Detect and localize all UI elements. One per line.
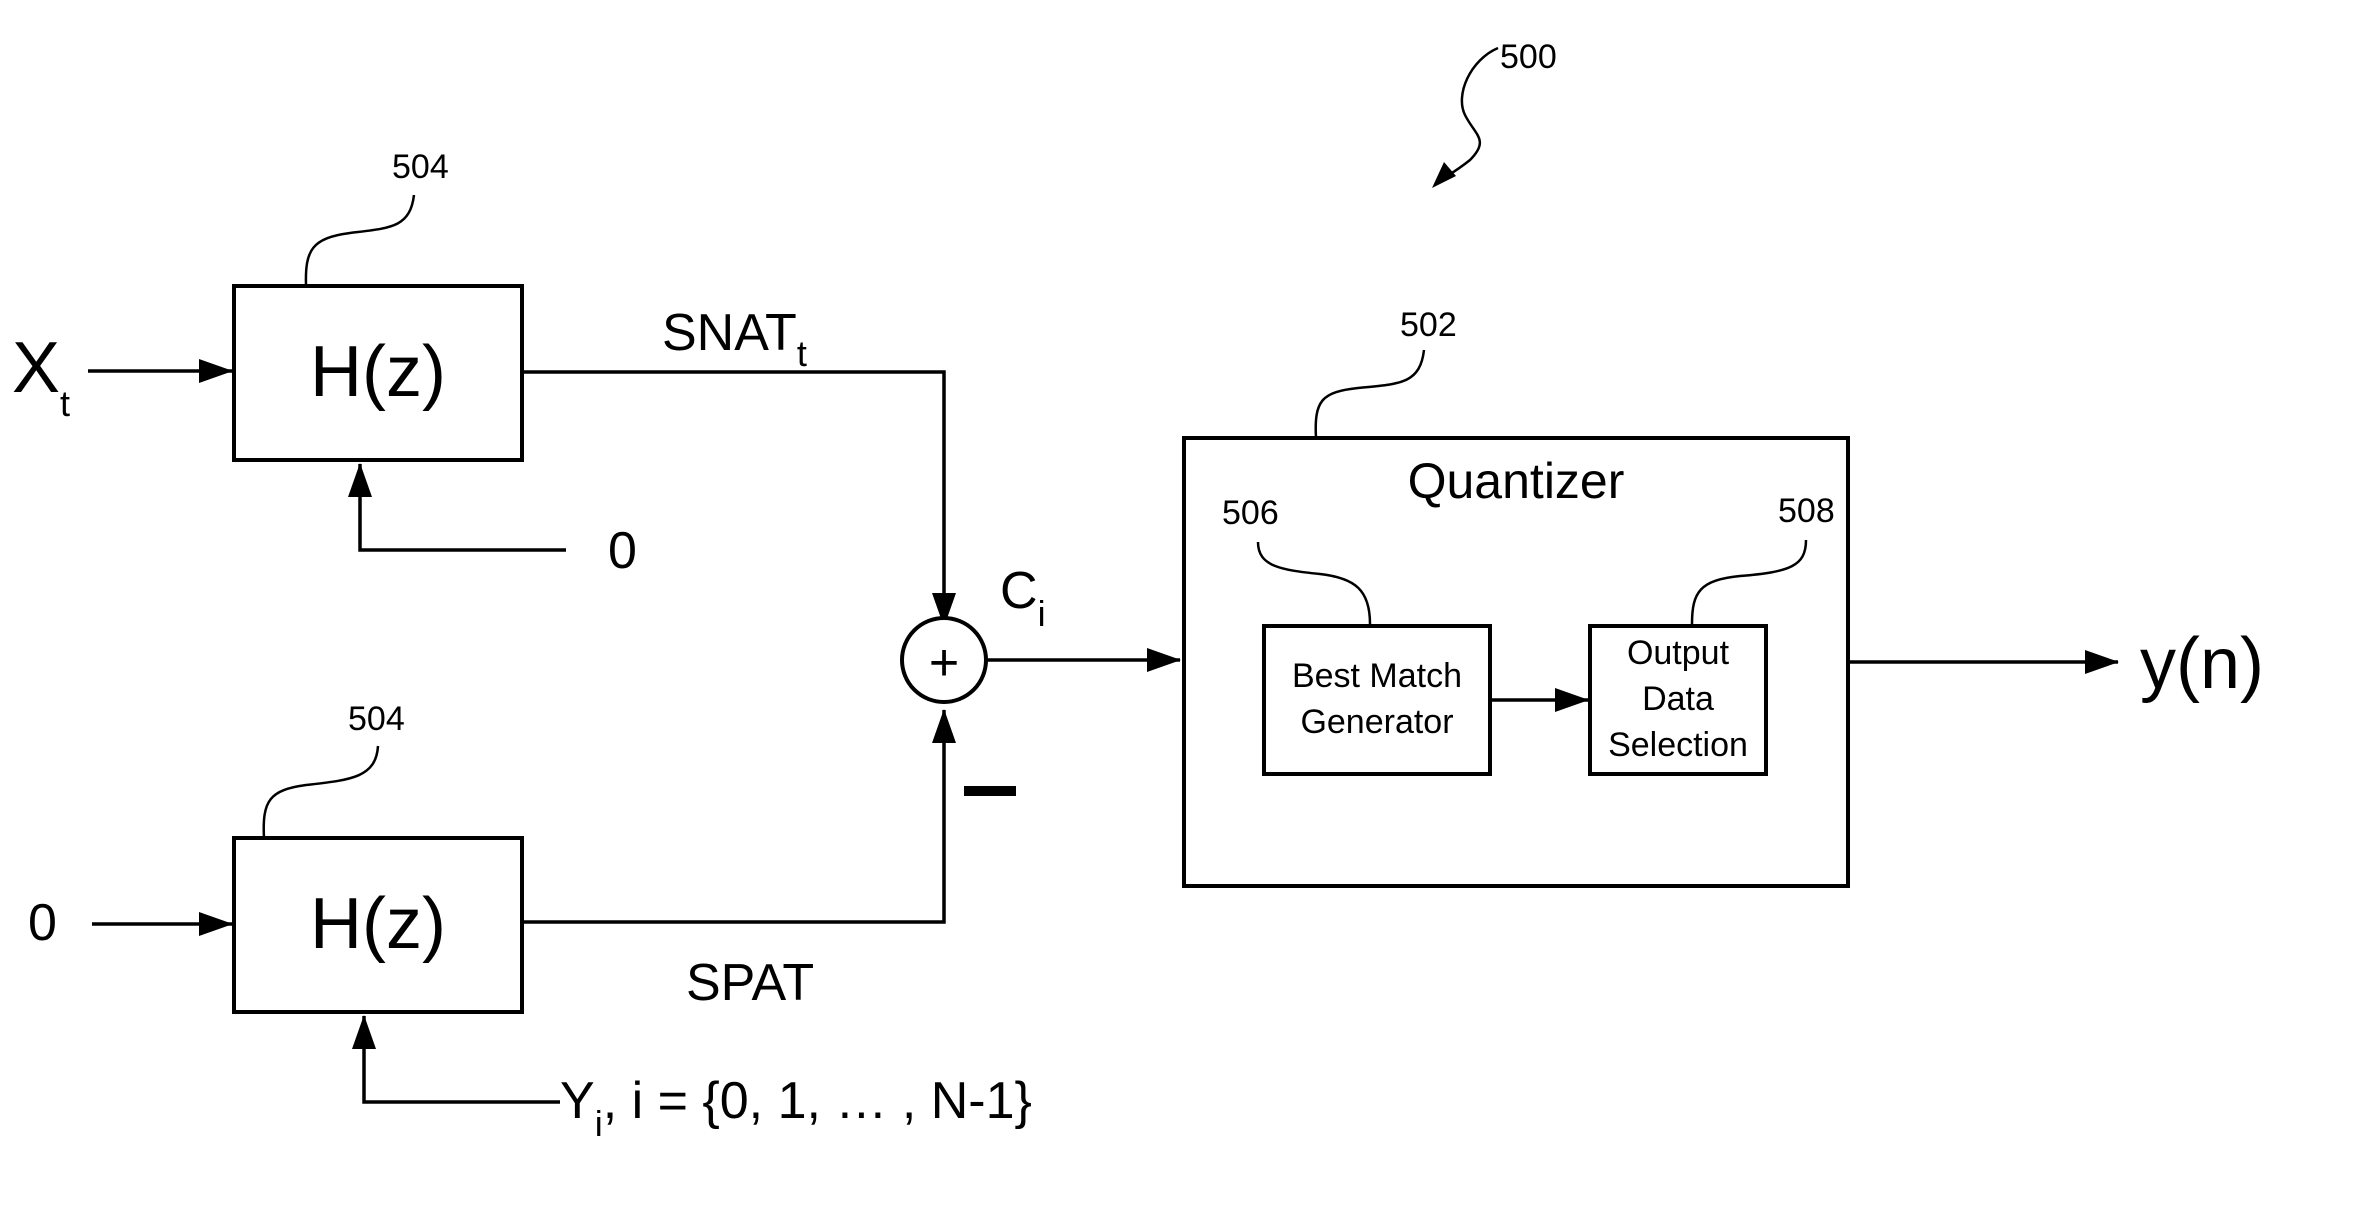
best-match-label-2: Generator bbox=[1300, 703, 1453, 741]
ref-502-label: 502 bbox=[1400, 306, 1457, 344]
ci-label: Ci bbox=[1000, 562, 1046, 634]
best-match-generator-box bbox=[1264, 626, 1490, 774]
ref-508-label: 508 bbox=[1778, 492, 1835, 530]
control-top-zero: 0 bbox=[608, 522, 637, 580]
ref-504-top-leader bbox=[306, 195, 414, 285]
input-xt-label: Xt bbox=[12, 328, 70, 424]
output-select-label-2: Data bbox=[1642, 680, 1714, 718]
spat-label: SPAT bbox=[686, 954, 814, 1012]
ref-502-leader bbox=[1316, 350, 1424, 438]
ref-506-label: 506 bbox=[1222, 494, 1279, 532]
ref-504-top-label: 504 bbox=[392, 148, 449, 186]
ref-504-bottom-label: 504 bbox=[348, 700, 405, 738]
best-match-label-1: Best Match bbox=[1292, 657, 1462, 695]
input-zero-bottom: 0 bbox=[28, 894, 57, 952]
output-label: y(n) bbox=[2140, 624, 2264, 704]
filter-top-label: H(z) bbox=[310, 332, 446, 412]
snat-label: SNATt bbox=[662, 304, 807, 374]
control-top-arrow bbox=[360, 464, 566, 550]
spat-signal-path bbox=[522, 710, 944, 922]
summing-plus-icon: + bbox=[929, 634, 959, 692]
ref-500-arrowhead bbox=[1432, 162, 1456, 188]
yi-feedback-arrow bbox=[364, 1016, 560, 1102]
filter-bottom-label: H(z) bbox=[310, 884, 446, 964]
yi-label: Yi, i = {0, 1, … , N-1} bbox=[560, 1072, 1032, 1144]
ref-504-bottom-leader bbox=[264, 746, 378, 838]
ref-500-leader bbox=[1438, 48, 1498, 182]
output-select-label-1: Output bbox=[1627, 634, 1730, 672]
output-select-label-3: Selection bbox=[1608, 726, 1748, 764]
snat-signal-path bbox=[522, 372, 944, 626]
minus-sign-icon bbox=[964, 786, 1016, 796]
ref-500-label: 500 bbox=[1500, 38, 1557, 76]
quantizer-title: Quantizer bbox=[1408, 453, 1625, 509]
